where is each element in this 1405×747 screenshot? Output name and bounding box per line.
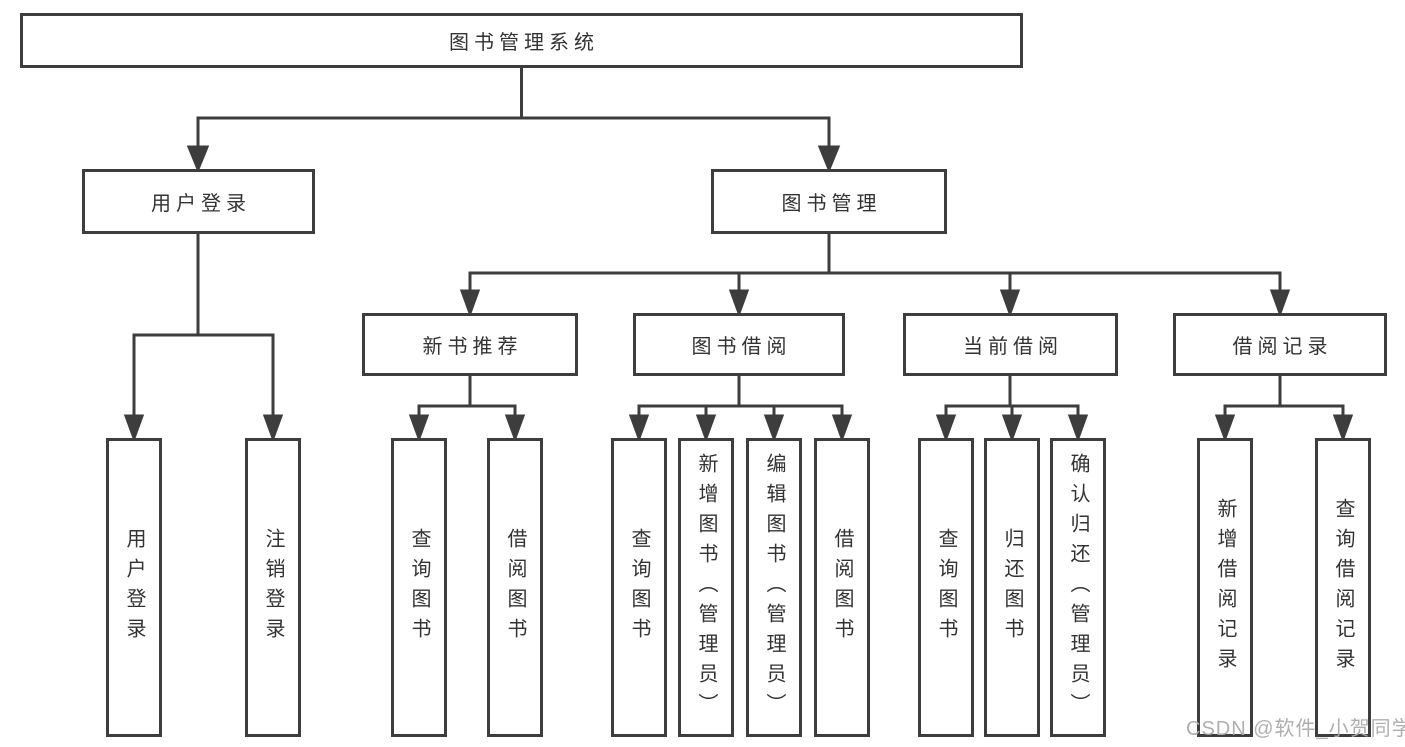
node-book-management: 图书管理 bbox=[711, 169, 947, 234]
arrowhead bbox=[999, 289, 1021, 318]
arrowhead bbox=[695, 414, 717, 443]
node-user-login-label: 用户登录 bbox=[151, 193, 251, 215]
node-borrow-books: 借阅图书 bbox=[814, 438, 870, 737]
arrowhead bbox=[1269, 289, 1291, 318]
node-query-books-current: 查询图书 bbox=[918, 438, 974, 737]
node-add-book-admin: 新增图书（管理员） bbox=[678, 438, 734, 737]
node-return-book-label: 归还图书 bbox=[1001, 527, 1023, 648]
arrowhead bbox=[459, 289, 481, 318]
node-query-borrow-record: 查询借阅记录 bbox=[1315, 438, 1371, 737]
node-user-login-action-label: 用户登录 bbox=[123, 527, 145, 648]
node-current-borrowing-label: 当前借阅 bbox=[963, 336, 1063, 358]
arrowhead bbox=[728, 289, 750, 318]
node-root-label: 图书管理系统 bbox=[449, 32, 599, 54]
node-book-borrowing: 图书借阅 bbox=[633, 313, 845, 376]
node-logout-action-label: 注销登录 bbox=[262, 527, 284, 648]
arrowhead bbox=[935, 414, 957, 443]
node-borrowing-records: 借阅记录 bbox=[1173, 313, 1387, 376]
node-new-book-recommendation: 新书推荐 bbox=[362, 313, 578, 376]
arrowhead bbox=[186, 145, 210, 173]
arrowhead bbox=[763, 414, 785, 443]
node-new-book-recommendation-label: 新书推荐 bbox=[422, 336, 523, 358]
node-add-borrow-record-label: 新增借阅记录 bbox=[1214, 497, 1236, 678]
node-user-login-action: 用户登录 bbox=[106, 438, 162, 737]
watermark: CSDN @软件_小贺同学 bbox=[1186, 718, 1405, 740]
arrowhead bbox=[628, 414, 650, 443]
arrowhead bbox=[262, 414, 284, 443]
node-query-borrow-record-label: 查询借阅记录 bbox=[1332, 497, 1354, 678]
node-add-book-admin-label: 新增图书（管理员） bbox=[695, 452, 717, 723]
arrowhead bbox=[831, 414, 853, 443]
arrowhead bbox=[123, 414, 145, 443]
arrowhead bbox=[1001, 414, 1023, 443]
node-query-books-recommend-label: 查询图书 bbox=[408, 527, 430, 648]
node-edit-book-admin: 编辑图书（管理员） bbox=[746, 438, 802, 737]
node-logout-action: 注销登录 bbox=[245, 438, 301, 737]
node-confirm-return-admin-label: 确认归还（管理员） bbox=[1067, 452, 1089, 723]
node-borrow-books-recommend: 借阅图书 bbox=[487, 438, 543, 737]
node-add-borrow-record: 新增借阅记录 bbox=[1197, 438, 1253, 737]
arrowhead bbox=[817, 145, 841, 173]
arrowhead bbox=[408, 414, 430, 443]
node-query-books-current-label: 查询图书 bbox=[935, 527, 957, 648]
arrowhead bbox=[1067, 414, 1089, 443]
node-edit-book-admin-label: 编辑图书（管理员） bbox=[763, 452, 785, 723]
node-return-book: 归还图书 bbox=[984, 438, 1040, 737]
node-book-borrowing-label: 图书借阅 bbox=[691, 336, 792, 358]
node-book-management-label: 图书管理 bbox=[781, 193, 882, 215]
arrowhead bbox=[1332, 414, 1354, 443]
node-query-books-recommend: 查询图书 bbox=[391, 438, 447, 737]
node-borrow-books-recommend-label: 借阅图书 bbox=[504, 527, 526, 648]
node-current-borrowing: 当前借阅 bbox=[903, 313, 1118, 376]
node-query-books-borrowing: 查询图书 bbox=[611, 438, 667, 737]
arrowhead bbox=[504, 414, 526, 443]
node-borrowing-records-label: 借阅记录 bbox=[1232, 336, 1333, 358]
node-user-login: 用户登录 bbox=[82, 169, 315, 234]
node-query-books-borrowing-label: 查询图书 bbox=[628, 527, 650, 648]
node-root: 图书管理系统 bbox=[20, 13, 1023, 68]
arrowhead bbox=[1214, 414, 1236, 443]
node-borrow-books-label: 借阅图书 bbox=[831, 527, 853, 648]
node-confirm-return-admin: 确认归还（管理员） bbox=[1050, 438, 1106, 737]
